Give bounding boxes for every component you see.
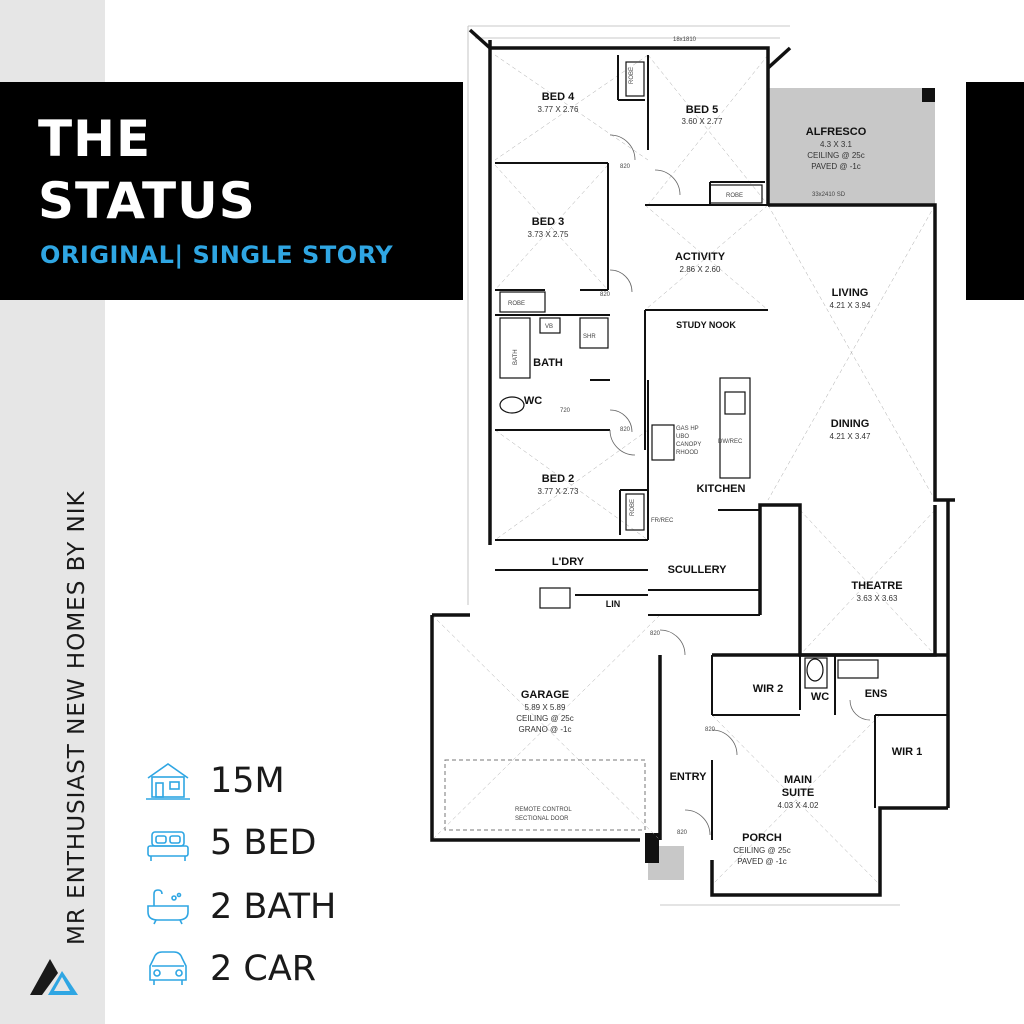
- room-bed5-dims: 3.60 X 2.77: [682, 117, 723, 126]
- door-label-3: 820: [620, 427, 631, 433]
- room-scullery: SCULLERY: [668, 564, 728, 576]
- door-label-2: 820: [600, 292, 611, 298]
- room-porch: PORCH: [742, 832, 782, 844]
- room-garage-note1: CEILING @ 25c: [516, 714, 573, 723]
- garage-door-note-2: SECTIONAL DOOR: [515, 816, 569, 822]
- kitchen-appliance-2: UBO: [676, 434, 689, 440]
- room-bath: BATH: [533, 357, 563, 369]
- robe-bed2: ROBE: [630, 499, 636, 516]
- room-wir2: WIR 2: [753, 683, 784, 695]
- room-dining-dims: 4.21 X 3.47: [830, 432, 871, 441]
- kitchen-appliance-1: GAS HP: [676, 426, 699, 432]
- room-bed5: BED 5: [686, 104, 718, 116]
- room-main-suite-2: SUITE: [782, 787, 814, 799]
- alfresco-fill: [768, 88, 935, 205]
- room-study-nook: STUDY NOOK: [676, 320, 736, 330]
- room-bed4-dims: 3.77 X 2.76: [538, 105, 579, 114]
- car-icon: [149, 951, 187, 985]
- feature-width: 15M: [210, 761, 285, 801]
- title-line-1: THE: [38, 110, 152, 168]
- door-label-720: 720: [560, 408, 571, 414]
- fridge-recess: FR/REC: [651, 518, 674, 524]
- feature-cars: 2 CAR: [210, 949, 317, 989]
- room-main-suite: MAIN: [784, 774, 812, 786]
- room-activity: ACTIVITY: [675, 251, 726, 263]
- door-swings: [609, 134, 871, 836]
- room-bed4: BED 4: [542, 91, 575, 103]
- room-theatre: THEATRE: [851, 580, 902, 592]
- room-activity-dims: 2.86 X 2.60: [680, 265, 721, 274]
- title-line-2: STATUS: [38, 172, 256, 230]
- room-alfresco-note2: PAVED @ -1c: [811, 162, 861, 171]
- room-ens-wc: WC: [811, 691, 829, 703]
- door-label-6: 820: [677, 830, 688, 836]
- room-linen: LIN: [606, 599, 621, 609]
- robe-bed5: ROBE: [726, 193, 743, 199]
- dishwasher: DW/REC: [718, 439, 743, 445]
- room-diagonals: [431, 54, 936, 886]
- feature-beds: 5 BED: [210, 823, 317, 863]
- bathtub-icon: [147, 889, 189, 925]
- room-bed3: BED 3: [532, 216, 564, 228]
- walls: [430, 28, 955, 897]
- shower: SHR: [583, 334, 596, 340]
- room-alfresco: ALFRESCO: [806, 126, 867, 138]
- room-laundry: L'DRY: [552, 556, 585, 568]
- room-kitchen: KITCHEN: [697, 483, 746, 495]
- room-wc: WC: [524, 395, 542, 407]
- subtitle: ORIGINAL| SINGLE STORY: [40, 241, 394, 269]
- vanity-basin: VB: [545, 324, 553, 330]
- feature-baths: 2 BATH: [210, 887, 337, 927]
- alfresco-post: [922, 88, 935, 102]
- room-dining: DINING: [831, 418, 870, 430]
- room-alfresco-dims: 4.3 X 3.1: [820, 140, 853, 149]
- door-label-5: 820: [705, 727, 716, 733]
- door-label-4: 820: [650, 631, 661, 637]
- accent-block: [966, 82, 1024, 300]
- room-bed2: BED 2: [542, 473, 574, 485]
- bed-icon: [147, 831, 189, 861]
- room-theatre-dims: 3.63 X 3.63: [857, 594, 898, 603]
- garage-door-note-1: REMOTE CONTROL: [515, 807, 572, 813]
- garage-door-outline: [444, 759, 646, 831]
- room-garage: GARAGE: [521, 689, 569, 701]
- interior-walls: [495, 55, 948, 840]
- window-alfresco: 33x2410 SD: [812, 192, 846, 198]
- room-porch-note1: CEILING @ 25c: [733, 846, 790, 855]
- room-porch-note2: PAVED @ -1c: [737, 857, 787, 866]
- dimension-lines: [467, 25, 900, 906]
- room-living: LIVING: [832, 287, 869, 299]
- kitchen-fixtures: [499, 61, 879, 689]
- house-width-icon: [146, 763, 190, 800]
- kitchen-appliance-4: RHOOD: [676, 450, 699, 456]
- room-bed3-dims: 3.73 X 2.75: [528, 230, 569, 239]
- bath-tub: BATH: [513, 349, 519, 365]
- door-label-1: 820: [620, 164, 631, 170]
- robe-bed3: ROBE: [508, 301, 525, 307]
- robe-bed4: ROBE: [629, 67, 635, 84]
- porch-post: [645, 833, 659, 863]
- room-bed2-dims: 3.77 X 2.73: [538, 487, 579, 496]
- triangle-logo-icon: [30, 959, 78, 995]
- room-entry: ENTRY: [670, 771, 708, 783]
- kitchen-appliance-3: CANOPY: [676, 442, 701, 448]
- room-alfresco-note1: CEILING @ 25c: [807, 151, 864, 160]
- room-main-suite-dims: 4.03 X 4.02: [778, 801, 819, 810]
- room-wir1: WIR 1: [892, 746, 923, 758]
- room-living-dims: 4.21 X 3.94: [830, 301, 871, 310]
- room-ensuite: ENS: [865, 688, 888, 700]
- title-panel: THE STATUS: [0, 82, 463, 300]
- window-top: 18x1810: [673, 37, 697, 43]
- room-garage-note2: GRANO @ -1c: [518, 725, 571, 734]
- room-garage-dims: 5.89 X 5.89: [525, 703, 566, 712]
